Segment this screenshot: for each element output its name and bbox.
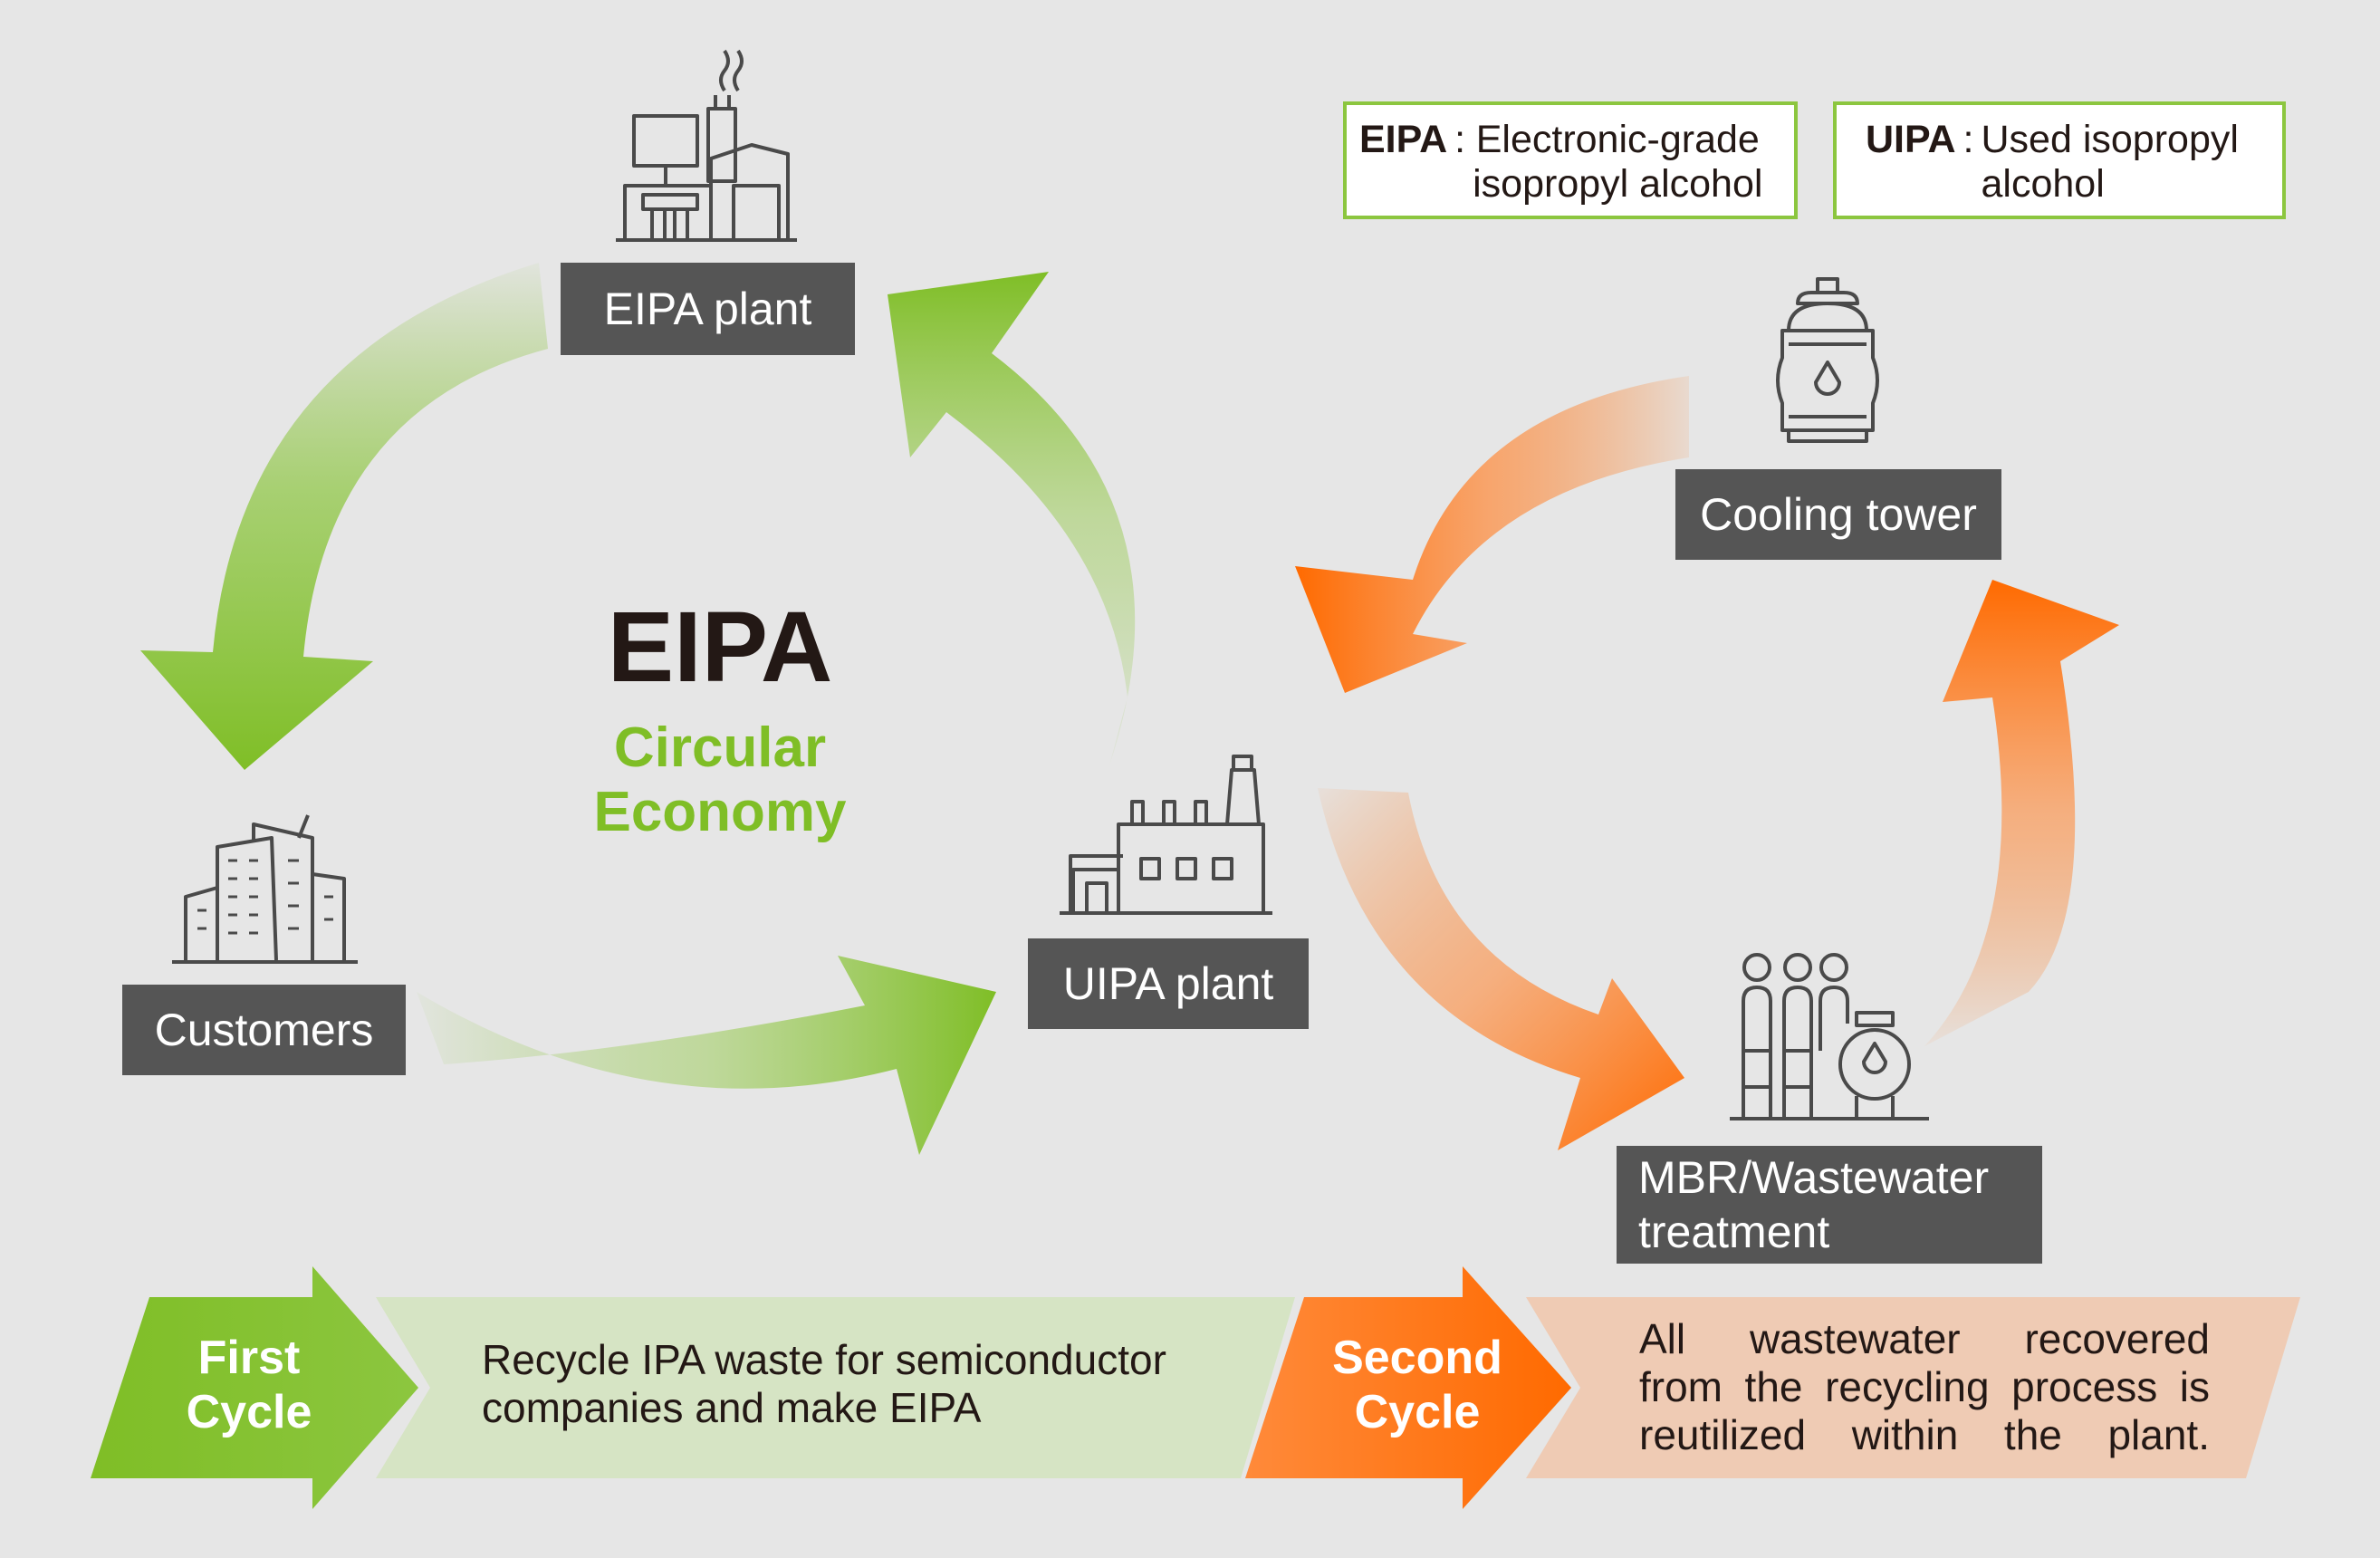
first-cycle-desc-line1: Recycle IPA waste for semiconductor: [482, 1336, 1166, 1383]
legend-uipa-definition: Used isopropyl alcohol: [1982, 118, 2239, 207]
second-cycle-label-line1: Second: [1332, 1332, 1502, 1384]
second-cycle-desc-line3: reutilized within the plant.: [1639, 1410, 2210, 1458]
storage-tanks-icon: [1730, 953, 1929, 1120]
node-customers: Customers: [122, 985, 406, 1075]
water-tank-icon: [1776, 277, 1879, 443]
first-cycle-chevron: [91, 1266, 418, 1509]
first-cycle-desc-line2: companies and make EIPA: [482, 1383, 982, 1431]
diagram-title: EIPA Circular Economy: [507, 598, 933, 844]
node-uipa-plant: UIPA plant: [1028, 938, 1309, 1029]
office-building-icon: [172, 814, 358, 964]
first-cycle-arrows: [140, 263, 1136, 1155]
second-cycle-label-line2: Cycle: [1354, 1385, 1481, 1438]
legend-eipa-def-line1: Electronic-grade: [1475, 118, 1760, 161]
legend-uipa-def-line2: alcohol: [1981, 162, 2105, 207]
industrial-plant-icon: [1060, 755, 1272, 915]
node-mbr-line2: treatment: [1638, 1207, 1830, 1257]
second-cycle-chevron: [1245, 1266, 1571, 1509]
legend-uipa-def-line1: Used isopropyl: [1981, 118, 2239, 161]
first-cycle-label-line1: First: [197, 1332, 301, 1384]
node-eipa-plant: EIPA plant: [561, 263, 855, 355]
legend-eipa-definition: Electronic-grade isopropyl alcohol: [1473, 118, 1762, 207]
arrow-uipa-to-eipa: [888, 272, 1136, 765]
legend-uipa: UIPA : Used isopropyl alcohol: [1833, 101, 2286, 219]
second-cycle-desc-line1: All wastewater recovered: [1639, 1315, 2210, 1362]
second-cycle-arrows: [1295, 376, 2119, 1150]
second-cycle-description: All wastewater recovered from the recycl…: [1639, 1315, 2210, 1459]
factory-icon: [616, 49, 797, 242]
first-cycle-description: Recycle IPA waste for semiconductor comp…: [482, 1336, 1224, 1432]
legend-colon: :: [1454, 118, 1466, 161]
title-main: EIPA: [607, 591, 833, 703]
arrow-mbr-to-cooling: [1924, 580, 2119, 1046]
node-cooling-tower: Cooling tower: [1675, 469, 2001, 560]
legend-eipa: EIPA : Electronic-grade isopropyl alcoho…: [1343, 101, 1798, 219]
legend-colon: :: [1963, 118, 1974, 161]
arrow-cooling-to-uipa: [1295, 376, 1689, 693]
legend-eipa-abbr: EIPA: [1359, 118, 1448, 161]
arrow-customers-to-uipa: [417, 956, 996, 1155]
second-cycle-label: Second Cycle: [1313, 1332, 1521, 1440]
node-mbr-line1: MBR/Wastewater: [1638, 1152, 1990, 1203]
first-cycle-band: [91, 1266, 1295, 1509]
node-mbr-wastewater: MBR/Wastewater treatment: [1617, 1146, 2042, 1264]
title-subtitle: Circular Economy: [593, 716, 847, 843]
first-cycle-label-line2: Cycle: [186, 1385, 312, 1438]
second-cycle-text-band: [1526, 1297, 2300, 1478]
first-cycle-label: First Cycle: [158, 1332, 340, 1440]
legend-eipa-def-line2: isopropyl alcohol: [1473, 162, 1763, 207]
second-cycle-desc-line2: from the recycling process is: [1639, 1362, 2210, 1410]
first-cycle-text-band: [376, 1297, 1295, 1478]
second-cycle-band: [1245, 1266, 2300, 1509]
legend-uipa-abbr: UIPA: [1866, 118, 1956, 161]
arrow-uipa-to-mbr: [1318, 788, 1684, 1150]
arrow-eipa-to-customers: [140, 263, 548, 770]
